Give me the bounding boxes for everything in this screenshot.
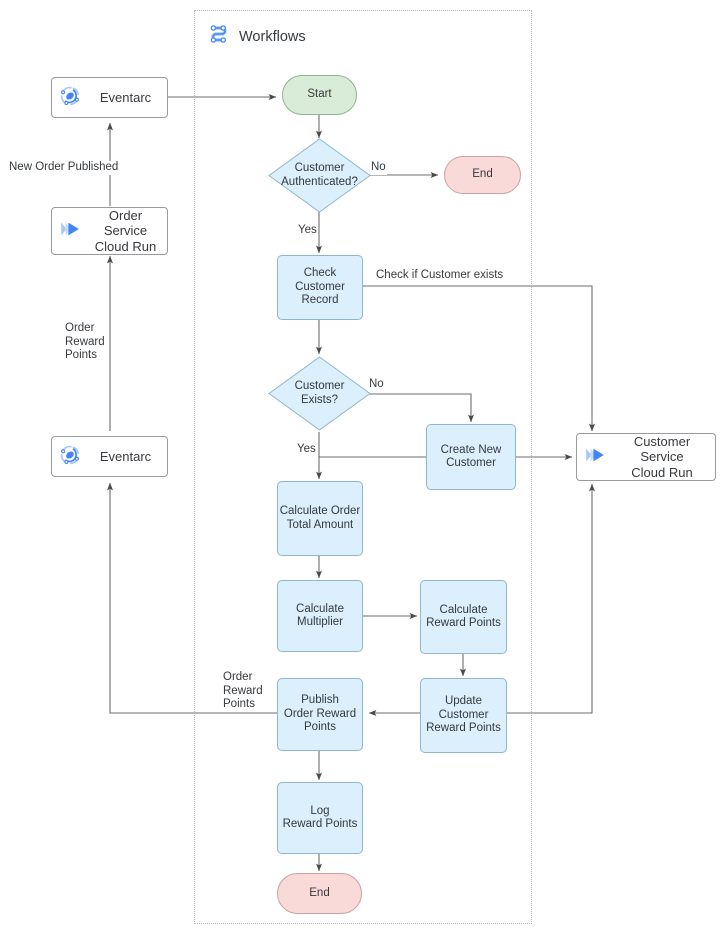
node-create-new-customer-label: Create New Customer <box>441 444 502 471</box>
update-customer-reward-points-line2: Customer <box>438 708 489 721</box>
calculate-reward-points-line1: Calculate <box>439 603 488 616</box>
node-customer-authenticated[interactable]: Customer Authenticated? <box>268 138 371 213</box>
log-reward-points-line2: Reward Points <box>282 818 358 830</box>
node-order-service-cloud-run-label: Order Service Cloud Run <box>88 208 167 255</box>
node-log-reward-points-label: Log Reward Points <box>283 805 358 832</box>
workflows-container <box>194 10 532 924</box>
node-calculate-multiplier[interactable]: Calculate Multiplier <box>277 580 363 652</box>
node-eventarc-bottom[interactable]: Eventarc <box>51 436 168 477</box>
node-calculate-reward-points-label: Calculate Reward Points <box>426 604 501 631</box>
calculate-reward-points-line2: Reward Points <box>426 617 501 629</box>
node-end-final[interactable]: End <box>277 873 362 914</box>
order-service-line2: Cloud Run <box>94 238 157 254</box>
order-service-line1: Order Service <box>103 207 148 239</box>
eventarc-icon <box>58 84 82 112</box>
wire-publish-to-eventarc-bottom <box>106 482 277 714</box>
node-check-customer-record-label: Check Customer Record <box>295 267 345 308</box>
cloud-run-icon <box>583 443 607 471</box>
create-new-customer-line2: Customer <box>446 457 496 469</box>
cloud-run-icon <box>58 217 82 245</box>
node-start-label: Start <box>307 88 332 101</box>
node-log-reward-points[interactable]: Log Reward Points <box>277 782 363 854</box>
create-new-customer-line1: Create New <box>440 443 502 456</box>
publish-order-reward-points-line3: Points <box>304 721 336 734</box>
node-publish-order-reward-points[interactable]: Publish Order Reward Points <box>277 678 363 751</box>
edge-label-auth-yes: Yes <box>297 224 318 238</box>
calculate-order-total-line2: Total Amount <box>286 518 354 531</box>
edge-label-exists-yes: Yes <box>296 443 317 457</box>
customer-service-line2: Cloud Run <box>631 464 693 480</box>
node-publish-order-reward-points-label: Publish Order Reward Points <box>284 694 356 735</box>
eventarc-icon <box>58 443 82 471</box>
node-create-new-customer[interactable]: Create New Customer <box>426 424 516 490</box>
node-customer-authenticated-label: Customer Authenticated? <box>268 138 371 213</box>
node-eventarc-top[interactable]: Eventarc <box>51 77 168 118</box>
wire-check-to-customer-service <box>363 285 596 432</box>
edge-label-new-order-published: New Order Published <box>8 161 120 175</box>
node-order-service-cloud-run[interactable]: Order Service Cloud Run <box>51 207 168 255</box>
update-customer-reward-points-line1: Update <box>444 695 483 708</box>
node-start[interactable]: Start <box>282 75 357 115</box>
customer-authenticated-line1: Customer <box>294 162 345 174</box>
wire-exists-no-to-create <box>363 393 475 423</box>
calculate-multiplier-line1: Calculate <box>296 602 344 615</box>
customer-exists-line2: Exists? <box>300 393 339 406</box>
workflows-icon <box>207 23 231 51</box>
check-customer-record-line3: Record <box>301 294 339 307</box>
node-end-auth-failed[interactable]: End <box>444 156 521 194</box>
edge-label-check-if-customer-exists: Check if Customer exists <box>375 269 505 283</box>
check-customer-record-line2: Customer <box>295 280 345 293</box>
workflows-title-label: Workflows <box>239 29 306 45</box>
check-customer-record-line1: Check <box>303 267 337 280</box>
customer-authenticated-line2: Authenticated? <box>281 175 358 188</box>
node-calculate-order-total-amount[interactable]: Calculate Order Total Amount <box>277 481 363 556</box>
node-customer-exists-label: Customer Exists? <box>268 356 371 431</box>
node-calculate-multiplier-label: Calculate Multiplier <box>296 603 344 630</box>
edge-label-exists-no: No <box>368 378 385 392</box>
node-customer-exists[interactable]: Customer Exists? <box>268 356 371 431</box>
node-eventarc-bottom-label: Eventarc <box>99 448 152 464</box>
wire-update-to-customer-service <box>507 483 595 714</box>
node-calculate-reward-points[interactable]: Calculate Reward Points <box>420 580 507 654</box>
edge-label-order-reward-points-left: Order Reward Points <box>64 322 106 363</box>
publish-order-reward-points-line2: Order Reward <box>283 707 357 720</box>
calculate-order-total-line1: Calculate Order <box>279 505 361 517</box>
log-reward-points-line1: Log <box>310 804 330 817</box>
update-customer-reward-points-line3: Reward Points <box>426 722 501 735</box>
node-customer-service-cloud-run-label: Customer Service Cloud Run <box>613 434 715 481</box>
edge-label-auth-no: No <box>370 161 387 175</box>
node-customer-service-cloud-run[interactable]: Customer Service Cloud Run <box>576 433 716 481</box>
node-update-customer-reward-points-label: Update Customer Reward Points <box>426 695 501 736</box>
customer-exists-line1: Customer <box>294 380 345 392</box>
node-eventarc-top-label: Eventarc <box>99 89 152 105</box>
node-end-auth-failed-label: End <box>472 168 493 181</box>
customer-service-line1: Customer Service <box>633 433 691 465</box>
publish-order-reward-points-line1: Publish <box>301 694 339 707</box>
edge-label-order-reward-points-mid: Order Reward Points <box>222 671 264 712</box>
node-end-final-label: End <box>309 886 330 899</box>
node-check-customer-record[interactable]: Check Customer Record <box>277 255 363 320</box>
calculate-multiplier-line2: Multiplier <box>296 616 343 628</box>
node-update-customer-reward-points[interactable]: Update Customer Reward Points <box>420 678 507 753</box>
workflows-container-title: Workflows <box>207 23 306 51</box>
node-calculate-order-total-amount-label: Calculate Order Total Amount <box>280 505 361 532</box>
